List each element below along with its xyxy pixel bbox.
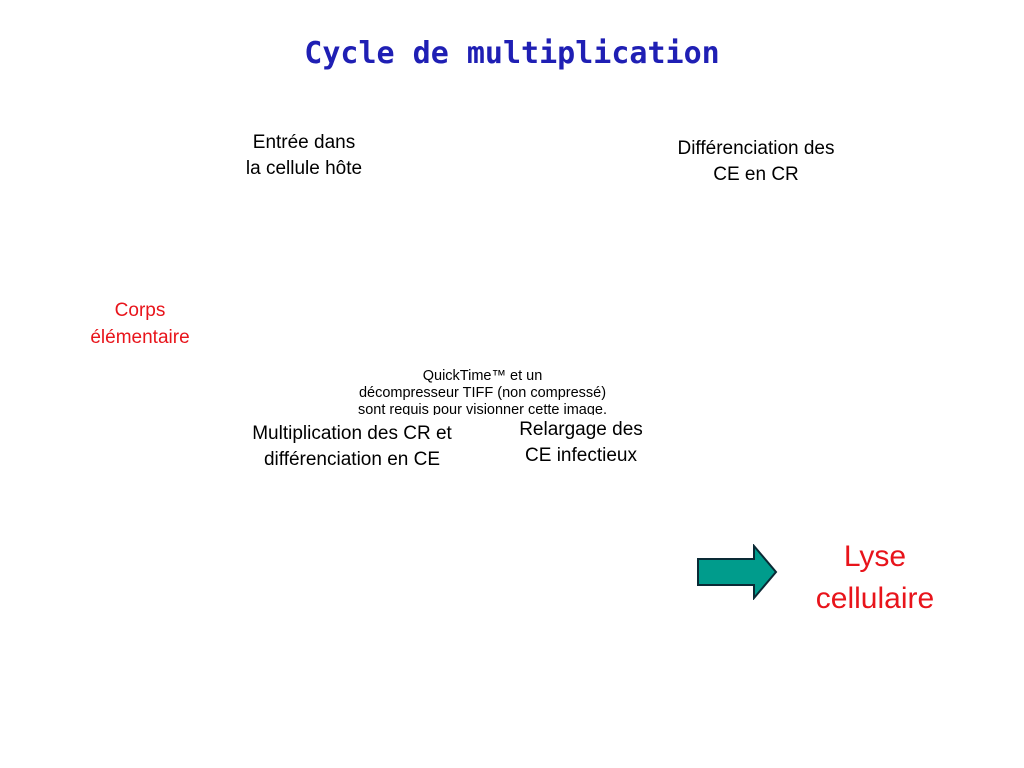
- right-arrow-icon: [697, 544, 778, 600]
- label-differenciation-ce-cr: Différenciation des CE en CR: [646, 136, 866, 188]
- placeholder-line: décompresseur TIFF (non compressé): [358, 385, 607, 401]
- label-corps-elementaire: Corps élémentaire: [70, 297, 210, 351]
- label-line: Relargage des: [519, 419, 643, 440]
- label-entree-cellule: Entrée dans la cellule hôte: [214, 130, 394, 182]
- label-relargage-ce: Relargage des CE infectieux: [496, 417, 666, 469]
- label-line: la cellule hôte: [245, 158, 363, 179]
- label-multiplication-cr: Multiplication des CR et différenciation…: [222, 421, 482, 473]
- slide-title: Cycle de multiplication: [304, 36, 720, 71]
- label-line: Entrée dans: [252, 132, 356, 153]
- placeholder-line: sont requis pour visionner cette image.: [357, 402, 608, 415]
- label-line: élémentaire: [90, 327, 190, 348]
- label-line: Corps: [114, 300, 166, 321]
- label-line: cellulaire: [815, 582, 935, 615]
- image-placeholder-message: QuickTime™ et un décompresseur TIFF (non…: [330, 368, 635, 415]
- placeholder-line: QuickTime™ et un: [422, 368, 543, 384]
- label-line: CE en CR: [713, 164, 799, 185]
- label-line: Multiplication des CR et: [252, 423, 452, 444]
- label-line: CE infectieux: [525, 445, 637, 466]
- label-lyse-cellulaire: Lyse cellulaire: [790, 536, 960, 620]
- label-line: Lyse: [843, 540, 907, 573]
- label-line: différenciation en CE: [263, 449, 441, 470]
- label-line: Différenciation des: [677, 138, 835, 159]
